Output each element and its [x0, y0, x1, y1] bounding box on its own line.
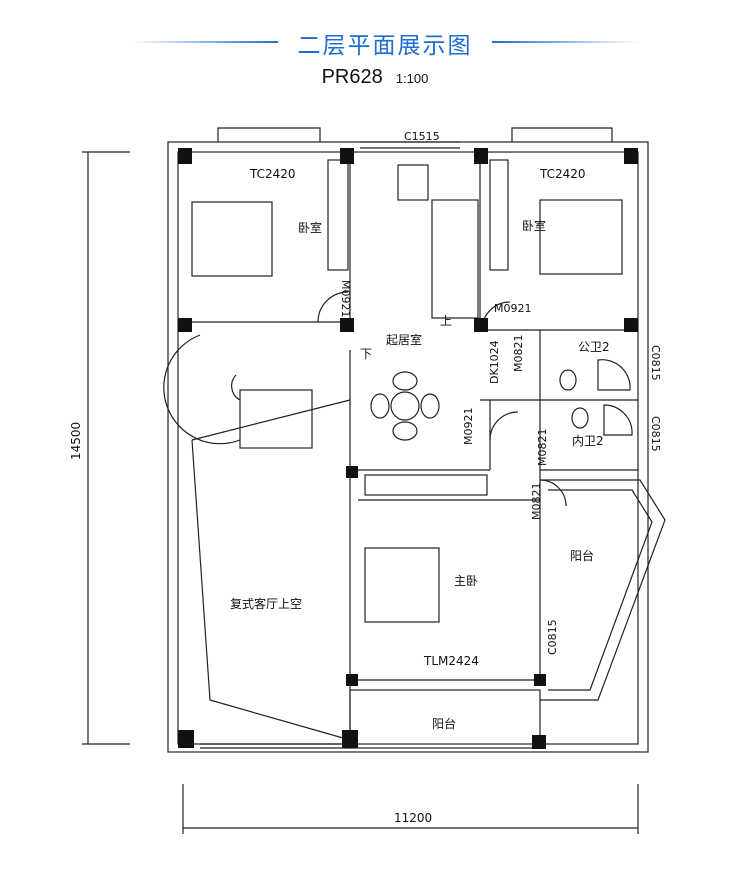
- chair-left: [370, 393, 390, 419]
- column: [178, 730, 194, 748]
- label-window-public-bath: C0815: [649, 345, 662, 381]
- column: [624, 318, 638, 332]
- label-door-living: M0921: [462, 408, 475, 446]
- spiral-stair-inner: [231, 374, 241, 401]
- column: [474, 148, 488, 164]
- label-window-bedroom-left: TC2420: [249, 167, 296, 181]
- label-door-public-bath: M0821: [512, 335, 525, 373]
- room-label-master-bedroom: 主卧: [454, 574, 478, 588]
- label-window-bedroom-right: TC2420: [539, 167, 586, 181]
- title-line-left: [130, 41, 278, 43]
- chair-bottom: [392, 421, 418, 441]
- room-label-balcony-bottom: 阳台: [432, 716, 456, 731]
- title-line-right: [492, 41, 640, 43]
- door-swing-bedroom-left: [317, 291, 349, 323]
- chair-top: [392, 371, 418, 391]
- plan-code: PR628: [321, 66, 383, 88]
- label-door-dk: DK1024: [488, 340, 501, 384]
- column: [178, 148, 192, 164]
- label-door-bedroom-left: M0921: [339, 280, 352, 318]
- columns: [178, 148, 638, 749]
- stair-down-label: 下: [360, 347, 372, 361]
- label-window-balcony: C0815: [546, 619, 559, 655]
- room-label-bedroom-left: 卧室: [298, 220, 322, 235]
- room-label-private-bath: 内卫2: [572, 434, 604, 448]
- dim-label-depth: 14500: [69, 422, 83, 460]
- column: [474, 318, 488, 332]
- column: [346, 466, 358, 478]
- title-bar: 二层平面展示图: [0, 22, 750, 62]
- bed-left: [191, 201, 273, 277]
- void-edge: [191, 439, 351, 741]
- plan-subtitle: PR628 1:100: [0, 66, 750, 89]
- stair-landing: [397, 164, 429, 201]
- door-swing-living: [489, 411, 519, 441]
- dim-label-width: 11200: [394, 811, 432, 825]
- wardrobe-left: [327, 159, 349, 271]
- column: [346, 674, 358, 686]
- toilet-private: [571, 407, 589, 429]
- label-door-private-bath: M0821: [536, 429, 549, 467]
- column: [178, 318, 192, 332]
- column: [534, 674, 546, 686]
- chair-right: [420, 393, 440, 419]
- label-window-top: C1515: [404, 130, 440, 143]
- label-door-balcony: M0821: [530, 483, 543, 521]
- shower-public: [597, 359, 631, 391]
- room-label-living: 起居室: [386, 332, 422, 347]
- column: [624, 148, 638, 164]
- inner-wall-outline: [177, 151, 639, 745]
- column: [340, 318, 354, 332]
- door-swing-balcony: [539, 479, 567, 507]
- room-label-void: 复式客厅上空: [230, 596, 302, 611]
- straight-stair: [239, 389, 313, 449]
- column: [342, 730, 358, 748]
- page-title: 二层平面展示图: [297, 33, 473, 59]
- balcony-right-outline: [540, 479, 666, 701]
- void-edge-top: [191, 399, 351, 441]
- dining-table: [390, 391, 420, 421]
- stair-up-label: 上: [440, 314, 452, 328]
- toilet-public: [559, 369, 577, 391]
- bay-window-right: [511, 127, 613, 142]
- shower-private: [603, 404, 633, 436]
- spiral-stair-outer: [163, 334, 241, 445]
- plan-scale: 1:100: [395, 71, 429, 86]
- main-stair: [431, 199, 479, 319]
- label-window-private-bath: C0815: [649, 416, 662, 452]
- bed-master: [364, 547, 440, 623]
- bay-window-left: [217, 127, 321, 142]
- balcony-right-inner: [548, 489, 653, 691]
- room-label-balcony-right: 阳台: [570, 548, 594, 563]
- label-door-master: TLM2424: [423, 654, 479, 668]
- bed-right: [539, 199, 623, 275]
- room-label-public-bath: 公卫2: [578, 340, 610, 354]
- wardrobe-right: [489, 159, 509, 271]
- balcony-bottom-outline: [349, 689, 541, 749]
- label-door-bedroom-right: M0921: [494, 302, 532, 315]
- column: [532, 735, 546, 749]
- wardrobe-master: [364, 474, 488, 496]
- room-label-bedroom-right: 卧室: [522, 218, 546, 233]
- column: [340, 148, 354, 164]
